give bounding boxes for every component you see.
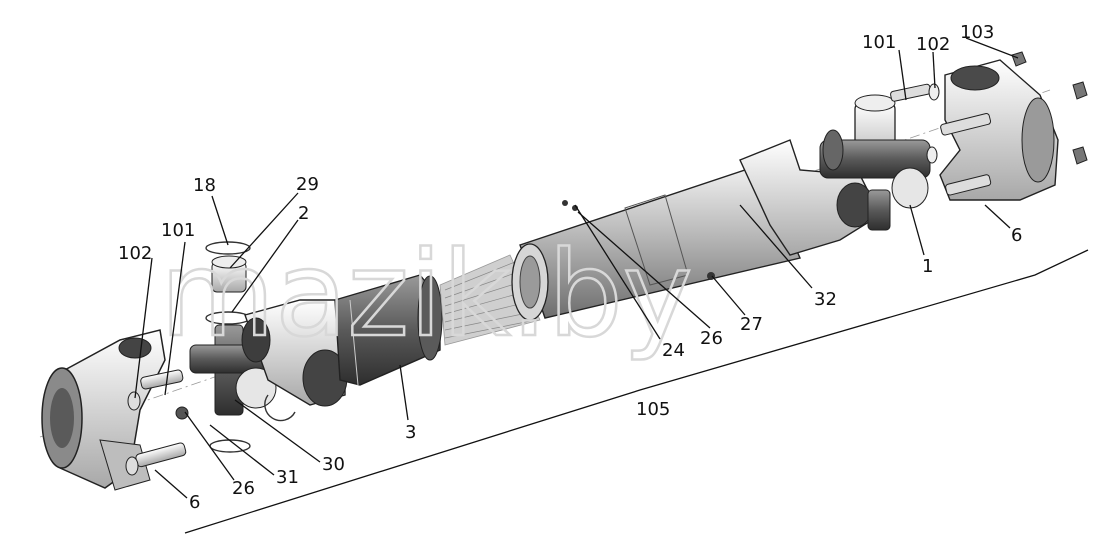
callout-2: 2 xyxy=(298,203,309,224)
callout-6-right: 6 xyxy=(1011,225,1022,246)
callout-31: 31 xyxy=(276,467,299,488)
callout-101-right: 101 xyxy=(862,32,896,53)
callout-26-right: 26 xyxy=(700,328,723,349)
leader-lines xyxy=(134,37,1019,499)
left-flange-yoke xyxy=(41,329,166,491)
callout-3: 3 xyxy=(405,422,416,443)
callout-6-left: 6 xyxy=(189,492,200,513)
sliding-yoke-3 xyxy=(241,274,443,407)
tube-32 xyxy=(511,139,881,321)
callout-1: 1 xyxy=(922,256,933,277)
callout-102-right: 102 xyxy=(916,34,950,55)
callout-26-left: 26 xyxy=(232,478,255,499)
left-bolts xyxy=(125,369,189,476)
callout-30: 30 xyxy=(322,454,345,475)
callout-105: 105 xyxy=(636,399,670,420)
callout-27: 27 xyxy=(740,314,763,335)
callout-labels: 18 29 2 101 102 6 26 31 30 3 105 24 26 2… xyxy=(118,22,1022,513)
callout-103: 103 xyxy=(960,22,994,43)
axis-line xyxy=(184,249,1089,534)
callout-24: 24 xyxy=(662,340,685,361)
callout-18: 18 xyxy=(193,175,216,196)
callout-101-left: 101 xyxy=(161,220,195,241)
callout-29: 29 xyxy=(296,174,319,195)
watermark-text: mazik.by xyxy=(160,225,693,363)
right-flange-yoke xyxy=(890,51,1088,201)
callout-32: 32 xyxy=(814,289,837,310)
callout-102-left: 102 xyxy=(118,243,152,264)
right-spider-cross xyxy=(819,94,931,231)
